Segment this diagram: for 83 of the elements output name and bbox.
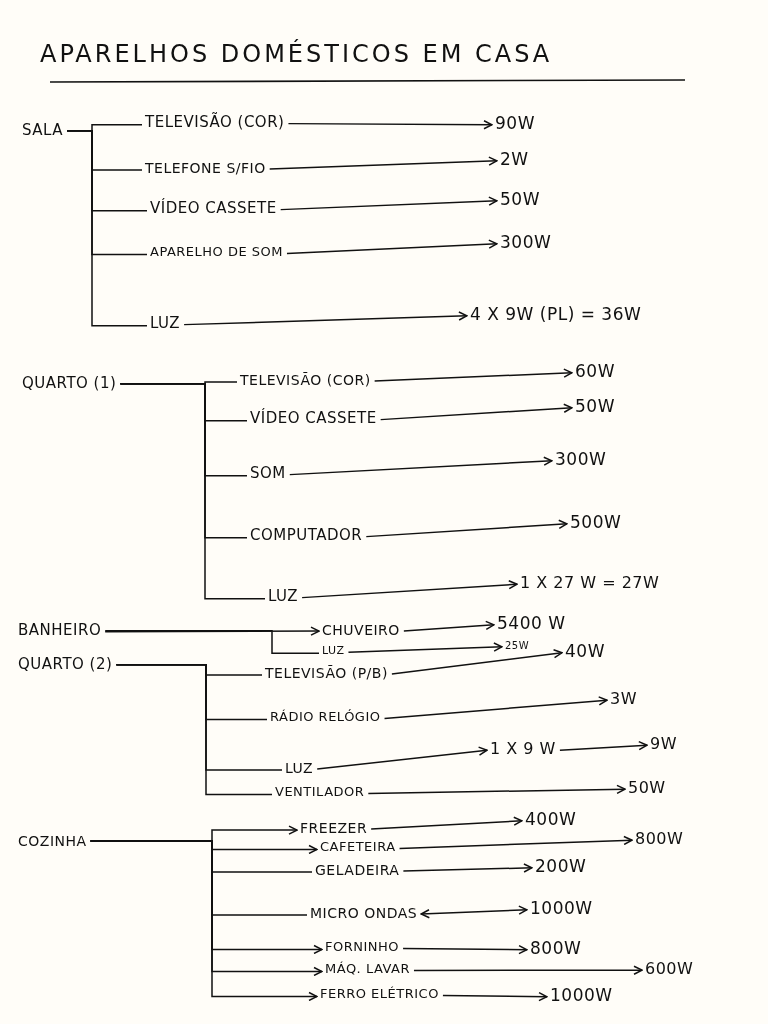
wattage-label: 2W xyxy=(500,150,529,170)
wattage-label: 1000W xyxy=(530,899,593,919)
room-label: BANHEIRO xyxy=(18,622,102,640)
wattage-label: 1 X 27 W = 27W xyxy=(520,574,660,593)
wattage-label: 40W xyxy=(565,642,605,662)
appliance-label: MICRO ONDAS xyxy=(310,905,418,922)
appliance-label: TELEVISÃO (P/B) xyxy=(265,665,388,682)
appliance-label: RÁDIO RELÓGIO xyxy=(270,710,381,725)
wattage-label: 50W xyxy=(500,190,540,210)
appliance-label: TELEVISÃO (COR) xyxy=(240,372,371,389)
arrow xyxy=(367,784,626,795)
arrow xyxy=(183,311,468,326)
arrow xyxy=(402,944,528,955)
wattage-label: 9W xyxy=(650,735,677,754)
room-label: SALA xyxy=(22,122,64,140)
wattage-label: 200W xyxy=(535,857,587,877)
appliance-label: LUZ xyxy=(150,315,181,333)
arrow xyxy=(383,696,608,720)
appliance-label: CAFETEIRA xyxy=(320,840,396,855)
arrow xyxy=(301,579,518,599)
appliance-label: GELADEIRA xyxy=(315,862,400,879)
arrow xyxy=(413,965,643,975)
appliance-label: FERRO ELÉTRICO xyxy=(320,987,439,1002)
arrow xyxy=(420,905,528,919)
arrow xyxy=(402,863,533,873)
arrow xyxy=(373,368,573,382)
wattage-label: 400W xyxy=(525,810,577,830)
arrow xyxy=(89,840,318,1002)
appliance-label: LUZ xyxy=(268,588,299,606)
wattage-label: 4 X 9W (PL) = 36W xyxy=(470,305,642,325)
arrow xyxy=(287,120,493,130)
arrow xyxy=(316,746,488,770)
appliance-label: COMPUTADOR xyxy=(250,527,363,545)
branch-line xyxy=(119,382,266,600)
wattage-label: 3W xyxy=(610,690,637,709)
arrow xyxy=(370,816,523,830)
appliance-label: LUZ xyxy=(285,760,314,777)
appliance-label: LUZ xyxy=(322,645,345,658)
appliance-label: APARELHO DE SOM xyxy=(150,245,283,260)
wattage-label: 600W xyxy=(645,960,694,979)
wattage-label: 5400 W xyxy=(497,614,566,634)
title: APARELHOS DOMÉSTICOS EM CASA xyxy=(40,40,553,68)
arrow xyxy=(347,642,503,654)
appliance-label: VÍDEO CASSETE xyxy=(250,410,377,428)
appliance-label: CHUVEIRO xyxy=(322,622,400,639)
room-label: COZINHA xyxy=(18,833,87,850)
room-label: QUARTO (2) xyxy=(18,656,113,674)
branch-line xyxy=(104,629,320,655)
appliance-label: TELEFONE S/FIO xyxy=(145,160,266,177)
appliance-label: VÍDEO CASSETE xyxy=(150,200,277,218)
arrow xyxy=(442,991,548,1002)
arrow xyxy=(279,196,498,211)
arrow xyxy=(289,456,553,476)
arrow xyxy=(391,649,563,675)
arrow xyxy=(365,519,568,538)
arrow xyxy=(398,835,633,850)
arrow xyxy=(559,740,648,751)
wattage-label: 25W xyxy=(505,640,530,652)
wattage-label: 300W xyxy=(555,450,607,470)
wattage-label: 800W xyxy=(530,939,582,959)
appliance-label: FREEZER xyxy=(300,820,368,837)
appliance-label: 1 X 9 W xyxy=(490,740,556,759)
arrow xyxy=(286,239,498,255)
appliance-label: FORNINHO xyxy=(325,940,400,955)
appliance-label: VENTILADOR xyxy=(275,785,365,800)
arrow xyxy=(379,403,573,421)
wattage-label: 300W xyxy=(500,233,552,253)
branch-line xyxy=(115,663,273,796)
appliance-label: MÁQ. LAVAR xyxy=(325,962,410,977)
wattage-label: 500W xyxy=(570,513,622,533)
arrow xyxy=(403,620,495,632)
wattage-label: 1000W xyxy=(550,986,613,1006)
wattage-label: 50W xyxy=(628,779,666,798)
arrow xyxy=(268,156,498,170)
appliance-label: TELEVISÃO (COR) xyxy=(145,114,285,132)
room-label: QUARTO (1) xyxy=(22,375,117,393)
appliance-label: SOM xyxy=(250,465,286,483)
wattage-label: 60W xyxy=(575,362,615,382)
wattage-label: 90W xyxy=(495,114,535,134)
arrow xyxy=(104,626,320,636)
wattage-label: 50W xyxy=(575,397,615,417)
wattage-label: 800W xyxy=(635,830,684,849)
branch-line xyxy=(66,129,148,327)
